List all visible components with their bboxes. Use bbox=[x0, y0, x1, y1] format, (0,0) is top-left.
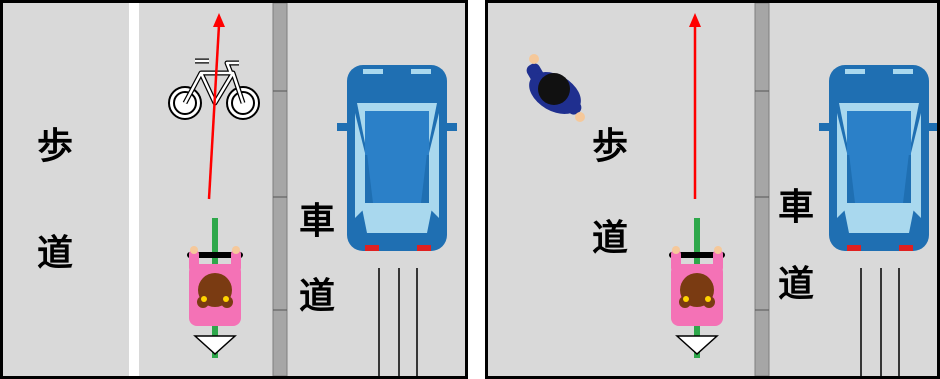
car-icon bbox=[337, 65, 457, 251]
roadway-label-2: 道 bbox=[299, 276, 335, 317]
scene-right-drawing: 歩 道 車 道 bbox=[526, 3, 937, 376]
scene-right-sidewalk: 歩 道 車 道 bbox=[485, 0, 940, 379]
curb bbox=[272, 3, 288, 376]
cyclist-icon bbox=[187, 218, 243, 358]
direction-arrow bbox=[689, 13, 701, 199]
motion-lines bbox=[860, 268, 900, 376]
pedestrian-icon bbox=[526, 54, 585, 122]
sidewalk-label-2: 道 bbox=[592, 218, 628, 259]
roadway-label-1: 車 bbox=[299, 201, 335, 242]
bicycle-lane-white-line bbox=[129, 3, 139, 376]
direction-arrow bbox=[207, 13, 225, 200]
scene-left-bicycle-lane: 歩 道 車 道 bbox=[0, 0, 468, 379]
roadway-label-1: 車 bbox=[778, 187, 814, 228]
curb bbox=[754, 3, 770, 376]
sidewalk-label-1: 歩 bbox=[37, 126, 73, 167]
roadway-label-2: 道 bbox=[778, 264, 814, 305]
car-icon bbox=[819, 65, 937, 251]
motion-lines bbox=[378, 268, 418, 376]
sidewalk-label-2: 道 bbox=[37, 233, 73, 274]
cyclist-icon bbox=[669, 218, 725, 358]
scene-left-drawing: 歩 道 車 道 bbox=[37, 3, 457, 376]
sidewalk-label-1: 歩 bbox=[592, 126, 628, 167]
